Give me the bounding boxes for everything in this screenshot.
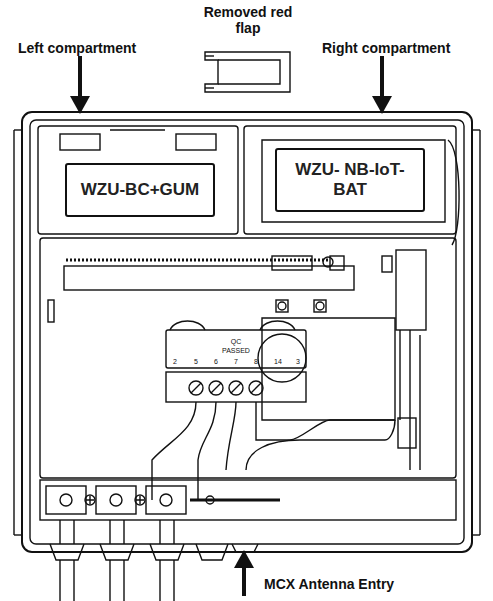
part-label: Removed red flap [203, 4, 293, 36]
part-label: Right compartment [322, 40, 450, 56]
battery-box: WZU- NB-IoT-BAT [275, 148, 425, 212]
terminal-number: 7 [234, 358, 238, 366]
part-label: MCX Antenna Entry [262, 576, 396, 592]
part-label: Left compartment [18, 40, 136, 56]
terminal-number: 14 [274, 358, 282, 366]
terminal-number: 5 [194, 358, 198, 366]
terminal-number: 2 [173, 358, 177, 366]
battery-label: WZU- NB-IoT-BAT [285, 160, 415, 199]
battery-box: WZU-BC+GUM [65, 163, 215, 217]
terminal-number: 3 [296, 358, 300, 366]
terminal-number: 8 [254, 358, 258, 366]
qc-text: PASSED [222, 347, 250, 355]
qc-text: QC [231, 338, 242, 346]
terminal-number: 6 [214, 358, 218, 366]
battery-label: WZU-BC+GUM [81, 180, 200, 200]
